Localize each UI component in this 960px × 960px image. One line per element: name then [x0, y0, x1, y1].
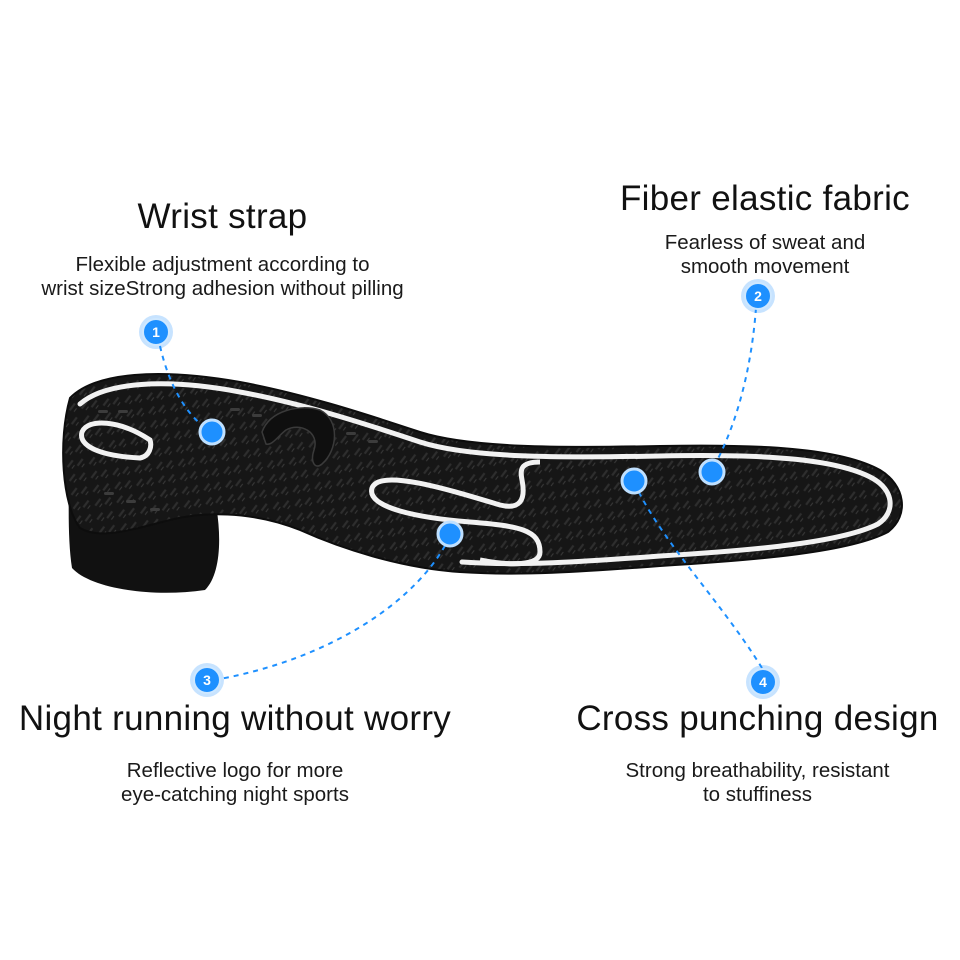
feature-dot-4	[620, 467, 648, 495]
callout-line-3	[213, 535, 451, 681]
feature-description-line: to stuffiness	[702, 782, 813, 806]
feature-description-line: wrist sizeStrong adhesion without pillin…	[41, 276, 404, 300]
callout-line-2	[711, 307, 757, 471]
feature-description: Fearless of sweat and smooth movement	[600, 231, 930, 279]
punch-holes	[98, 408, 378, 511]
feature-description-line: Strong breathability, resistant	[625, 758, 890, 782]
feature-dot-2	[698, 458, 726, 486]
feature-night-running: Night running without worry Reflective l…	[0, 699, 470, 807]
feature-dots	[198, 418, 726, 548]
feature-dot-3	[436, 520, 464, 548]
callout-line-4	[633, 481, 763, 669]
feature-description-line: eye-catching night sports	[121, 782, 349, 806]
feature-fiber-elastic-fabric: Fiber elastic fabric Fearless of sweat a…	[600, 179, 930, 279]
number-badge-1: 1	[142, 318, 170, 346]
feature-description-line: Reflective logo for more	[126, 758, 344, 782]
feature-description: Strong breathability, resistant to stuff…	[560, 759, 955, 807]
number-badge-4: 4	[749, 668, 777, 696]
number-badge-3: 3	[193, 666, 221, 694]
reflective-border-outer	[77, 381, 893, 567]
feature-description-line: Flexible adjustment according to	[75, 252, 370, 276]
feature-title: Fiber elastic fabric	[620, 179, 910, 218]
feature-description: Flexible adjustment according to wrist s…	[10, 253, 435, 301]
reflective-loop-center	[369, 459, 543, 567]
feature-title: Cross punching design	[576, 699, 939, 738]
feature-description: Reflective logo for more eye-catching ni…	[0, 759, 470, 807]
hook-strap-tab	[261, 407, 336, 467]
feature-title: Wrist strap	[137, 197, 308, 236]
feature-description-line: Fearless of sweat and	[664, 230, 866, 254]
feature-title: Night running without worry	[18, 699, 452, 738]
feature-description-line: smooth movement	[680, 254, 850, 278]
reflective-loop-left	[79, 420, 154, 461]
feature-wrist-strap: Wrist strap Flexible adjustment accordin…	[10, 197, 435, 301]
feature-cross-punching: Cross punching design Strong breathabili…	[560, 699, 955, 807]
number-badge-2: 2	[744, 282, 772, 310]
feature-dot-1	[198, 418, 226, 446]
